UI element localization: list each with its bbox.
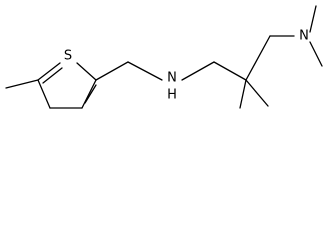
amine-hydrogen-label: H <box>167 88 177 103</box>
nh-bond <box>181 61 215 81</box>
nme-bond-b <box>309 41 323 67</box>
methyl-bond-a <box>239 79 247 109</box>
ch2-bond-1 <box>95 61 129 81</box>
molecule-diagram: S N H N <box>5 5 323 109</box>
ring-bond-c5-s-upper <box>37 62 61 81</box>
ring-bond-c3-c2-inner <box>84 84 97 104</box>
dimethylamino-nitrogen-label: N <box>299 29 309 44</box>
sulfur-label: S <box>64 49 72 64</box>
ring-bond-c5-s-inner <box>42 67 63 84</box>
ch2-bond-2 <box>127 61 163 81</box>
methyl-bond <box>5 79 39 89</box>
ring-bond-c3-c2 <box>81 79 97 109</box>
chain-bond-2 <box>245 35 271 81</box>
chain-bond-1 <box>213 61 247 81</box>
amine-nitrogen-label: N <box>167 71 177 86</box>
methyl-bond-b <box>245 79 269 107</box>
ring-bond-c5-c4 <box>37 79 51 109</box>
ring-bond-c2-s <box>76 62 97 81</box>
nme-bond-a <box>309 5 317 33</box>
